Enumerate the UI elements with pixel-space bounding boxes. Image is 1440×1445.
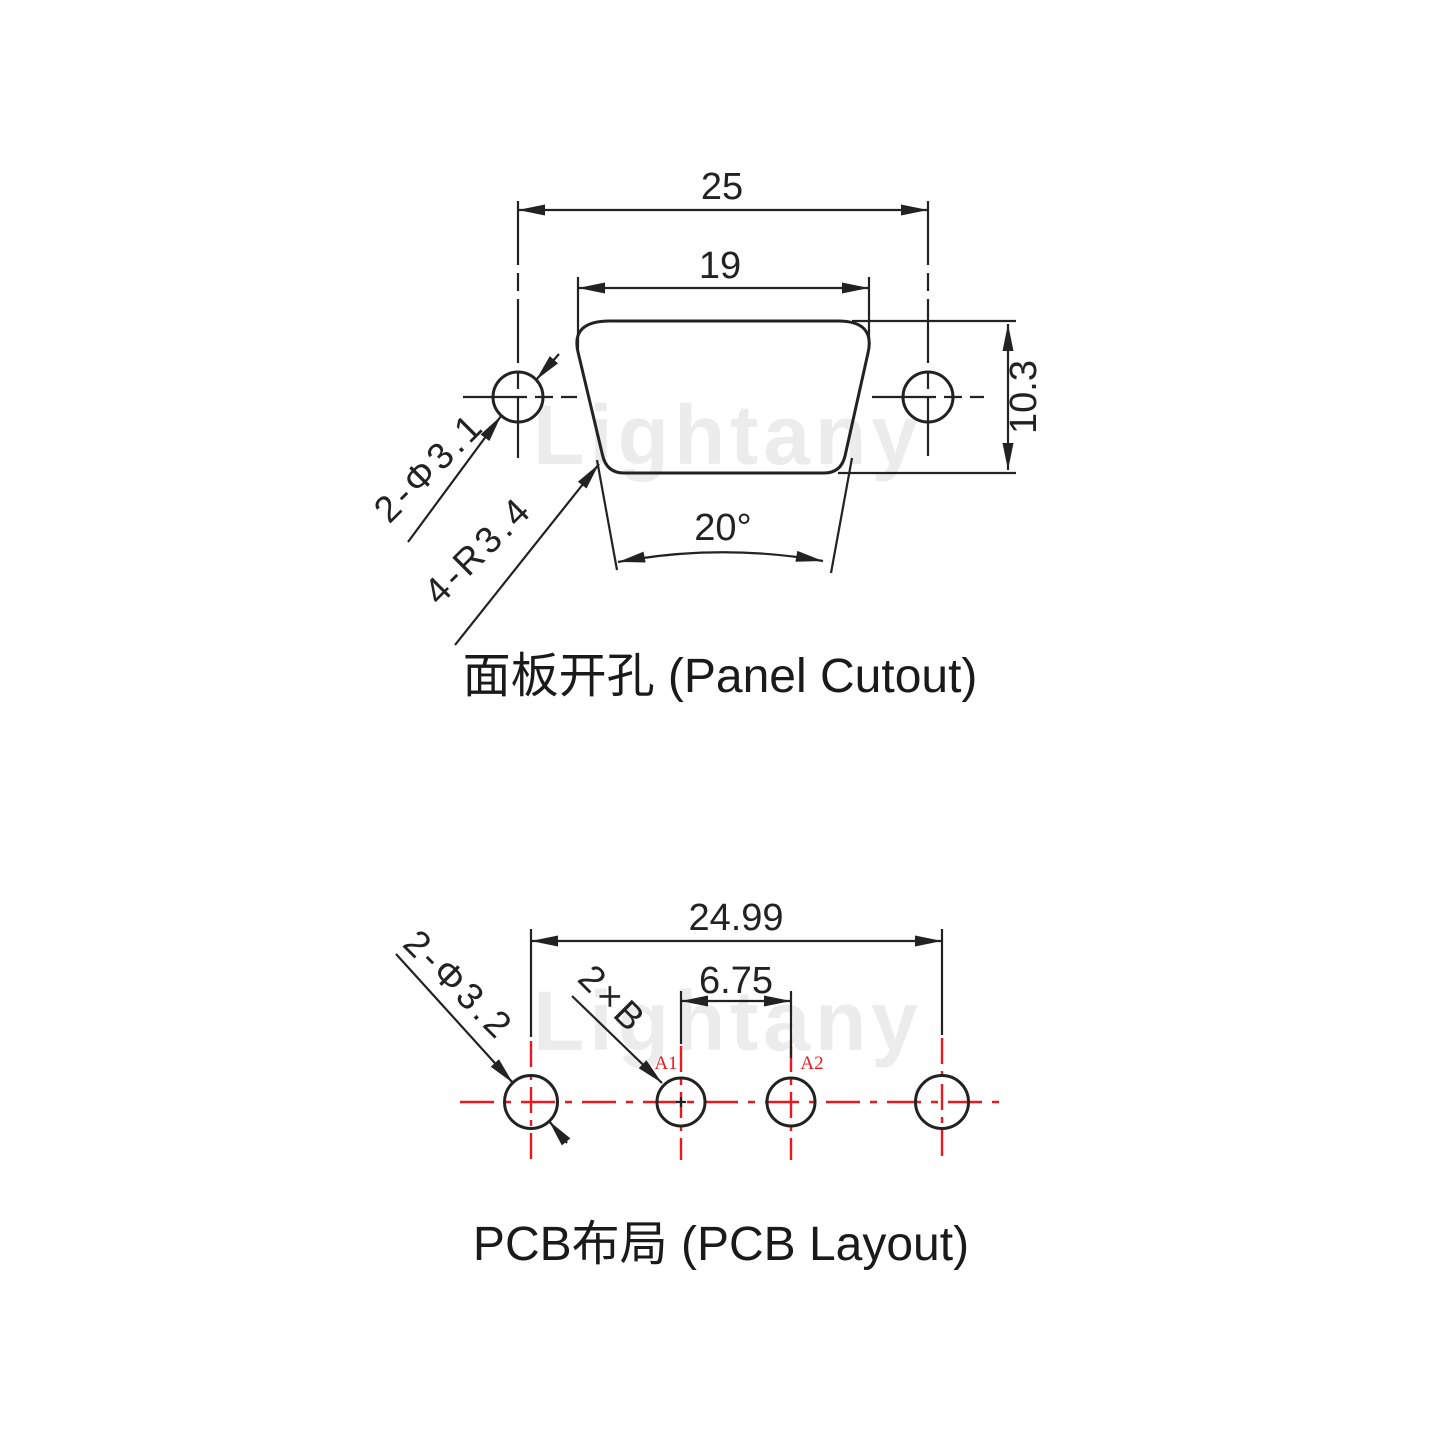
pad-a1-hole bbox=[655, 1076, 707, 1128]
hole-diameter-label: 2-Φ3.1 bbox=[366, 404, 492, 530]
right-mount-pad-hole bbox=[914, 1074, 970, 1130]
dsub-cutout-outline bbox=[575, 319, 871, 475]
hole-diameter-leader-upper bbox=[535, 353, 560, 381]
right-mount-hole bbox=[901, 370, 955, 424]
left-flare-line bbox=[595, 459, 619, 571]
panel-cutout-diagram: Lightany 20° 25 19 10.3 2-Φ3.1 bbox=[366, 166, 1045, 703]
left-mount-hole bbox=[491, 370, 545, 424]
pad-a2-hole bbox=[765, 1076, 817, 1128]
pad-label-a1: A1 bbox=[654, 1053, 677, 1074]
pcb-hole-diameter-leader-lower bbox=[548, 1120, 571, 1146]
dimension-label-24-99: 24.99 bbox=[688, 897, 783, 939]
dimension-label-19: 19 bbox=[699, 245, 741, 287]
pad-a1-center-mark bbox=[676, 1097, 686, 1107]
pcb-hole-diameter-label: 2-Φ3.2 bbox=[396, 922, 522, 1048]
pad-label-a2: A2 bbox=[800, 1053, 823, 1074]
dimension-label-25: 25 bbox=[701, 166, 743, 208]
hole-diameter-leader-lower bbox=[407, 415, 502, 543]
watermark-text-top: Lightany bbox=[533, 388, 923, 482]
pad-size-leader bbox=[571, 995, 663, 1084]
pcb-layout-diagram: Lightany 24.99 6.75 2-Φ3.2 2×B A1 bbox=[395, 897, 1008, 1271]
angle-dimension-arc bbox=[617, 550, 824, 564]
left-mount-pad-hole bbox=[503, 1074, 559, 1130]
dimension-label-6-75: 6.75 bbox=[699, 960, 773, 1002]
pcb-hole-diameter-leader-upper bbox=[395, 953, 514, 1084]
right-flare-line bbox=[829, 457, 854, 574]
panel-cutout-title: 面板开孔 (Panel Cutout) bbox=[463, 650, 978, 703]
draft-angle-label: 20° bbox=[694, 507, 751, 549]
dimension-label-10-3: 10.3 bbox=[1003, 360, 1045, 434]
pcb-layout-title: PCB布局 (PCB Layout) bbox=[473, 1218, 969, 1271]
corner-radius-leader bbox=[454, 463, 600, 646]
